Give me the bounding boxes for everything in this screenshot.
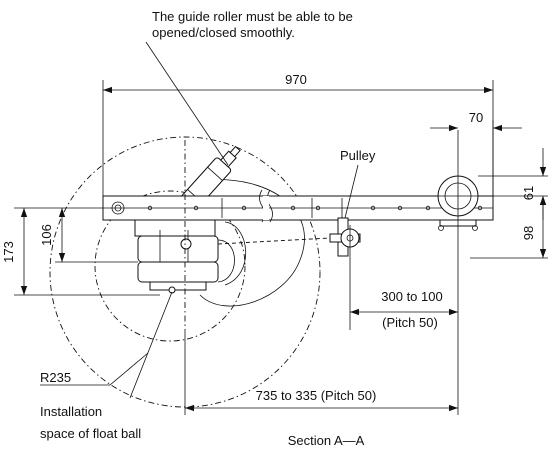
- pulley-rope: [217, 237, 331, 245]
- float-assembly: [134, 219, 235, 294]
- frame-bolts: [111, 201, 483, 215]
- label-pulley: Pulley: [340, 148, 376, 163]
- pulley-assembly: [329, 217, 361, 257]
- dim-61-label: 61: [521, 186, 536, 200]
- dim-300-100-label-1: 300 to 100: [381, 289, 442, 304]
- float-arm-swirl: [199, 179, 305, 307]
- note-guide-roller-line2: opened/closed smoothly.: [152, 25, 295, 40]
- label-section: Section A—A: [288, 433, 365, 448]
- float-arm-swirl-inner: [224, 221, 247, 286]
- float-ball-swing-circle: [94, 190, 246, 342]
- dim-735-335-label: 735 to 335 (Pitch 50): [256, 388, 377, 403]
- dim-173-label: 173: [1, 241, 16, 263]
- guide-roller-leader: [145, 41, 229, 166]
- label-installation-line1: Installation: [40, 404, 102, 419]
- dim-300-100-label-2: (Pitch 50): [382, 315, 438, 330]
- pulley-leader: [344, 164, 359, 219]
- label-r235: R235: [40, 370, 71, 385]
- label-installation-line2: space of float ball: [40, 426, 141, 441]
- note-guide-roller-line1: The guide roller must be able to be: [152, 9, 353, 24]
- dim-98-label: 98: [521, 226, 536, 240]
- float-leader: [129, 291, 173, 399]
- dim-70-label: 70: [469, 110, 483, 125]
- dim-106-label: 106: [39, 224, 54, 246]
- dim-970-label: 970: [285, 72, 307, 87]
